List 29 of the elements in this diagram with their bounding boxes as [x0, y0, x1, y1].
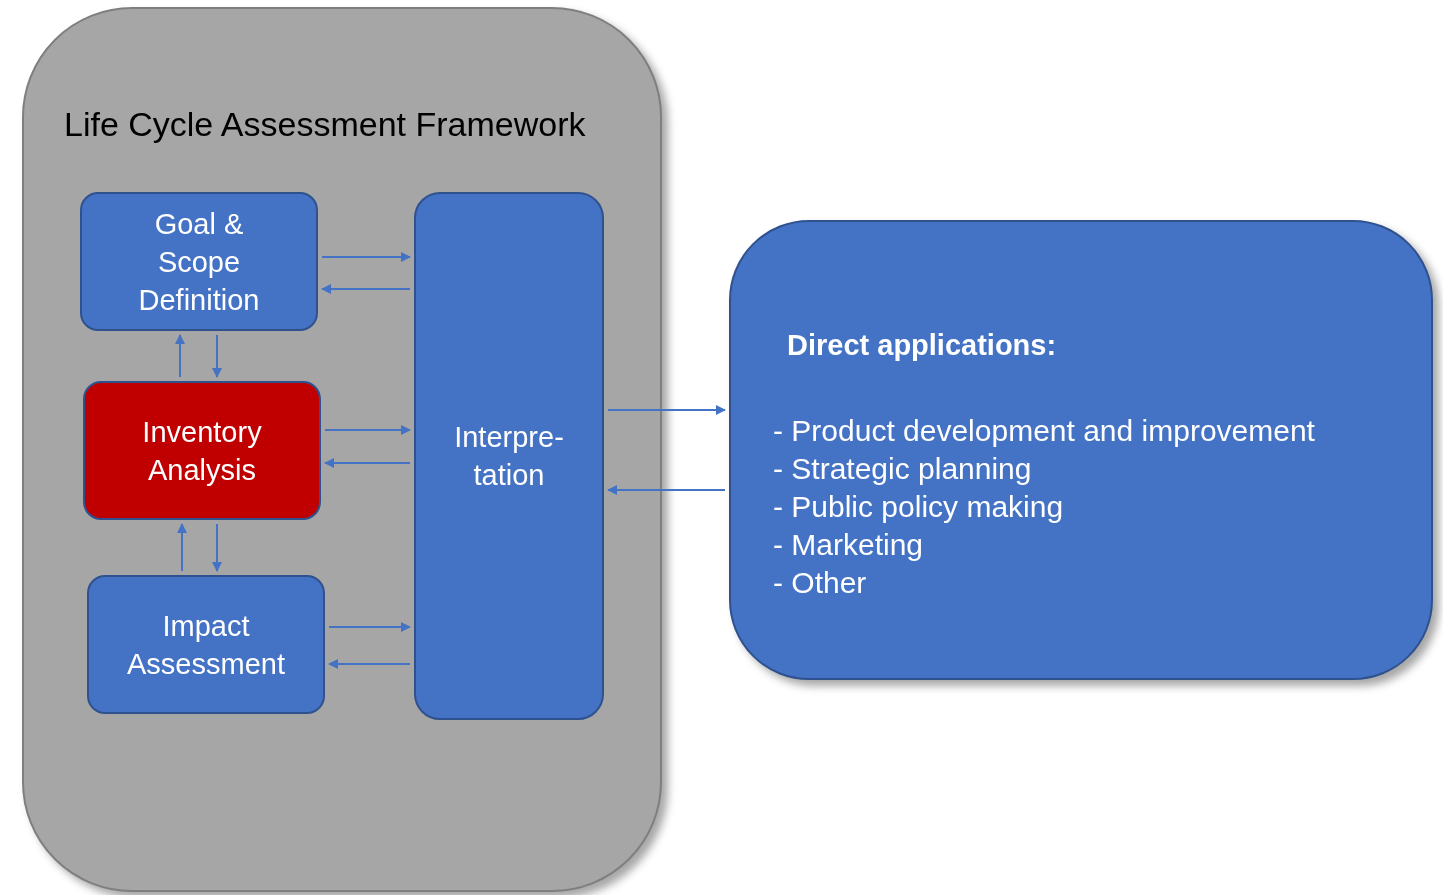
- framework-panel: [22, 7, 662, 892]
- box-label: Interpre- tation: [453, 420, 565, 493]
- box-label: Goal & Scope Definition: [137, 206, 261, 318]
- heading: Direct applications:: [787, 328, 1058, 363]
- arrow: [177, 523, 187, 572]
- process-box: [83, 381, 321, 520]
- arrow: [212, 334, 222, 378]
- arrow: [324, 425, 411, 435]
- arrow: [175, 334, 185, 378]
- list-item: - Marketing: [773, 526, 925, 563]
- box-label: Impact Assessment: [126, 608, 286, 682]
- arrow: [328, 659, 411, 669]
- list-item: - Other: [773, 564, 868, 601]
- arrow: [607, 485, 726, 495]
- arrow: [324, 458, 411, 468]
- arrow: [212, 523, 222, 572]
- process-box: [87, 575, 325, 714]
- arrow: [321, 252, 411, 262]
- process-box: [414, 192, 604, 720]
- box-label: Inventory Analysis: [141, 414, 263, 488]
- list-item: - Product development and improvement: [773, 412, 1315, 449]
- arrow: [328, 622, 411, 632]
- process-box: [80, 192, 318, 331]
- panel-title: Life Cycle Assessment Framework: [64, 104, 586, 145]
- arrow: [321, 284, 411, 294]
- applications-box: [729, 220, 1433, 680]
- list-item: - Public policy making: [773, 488, 1065, 525]
- list-item: - Strategic planning: [773, 450, 1033, 487]
- arrow: [607, 405, 726, 415]
